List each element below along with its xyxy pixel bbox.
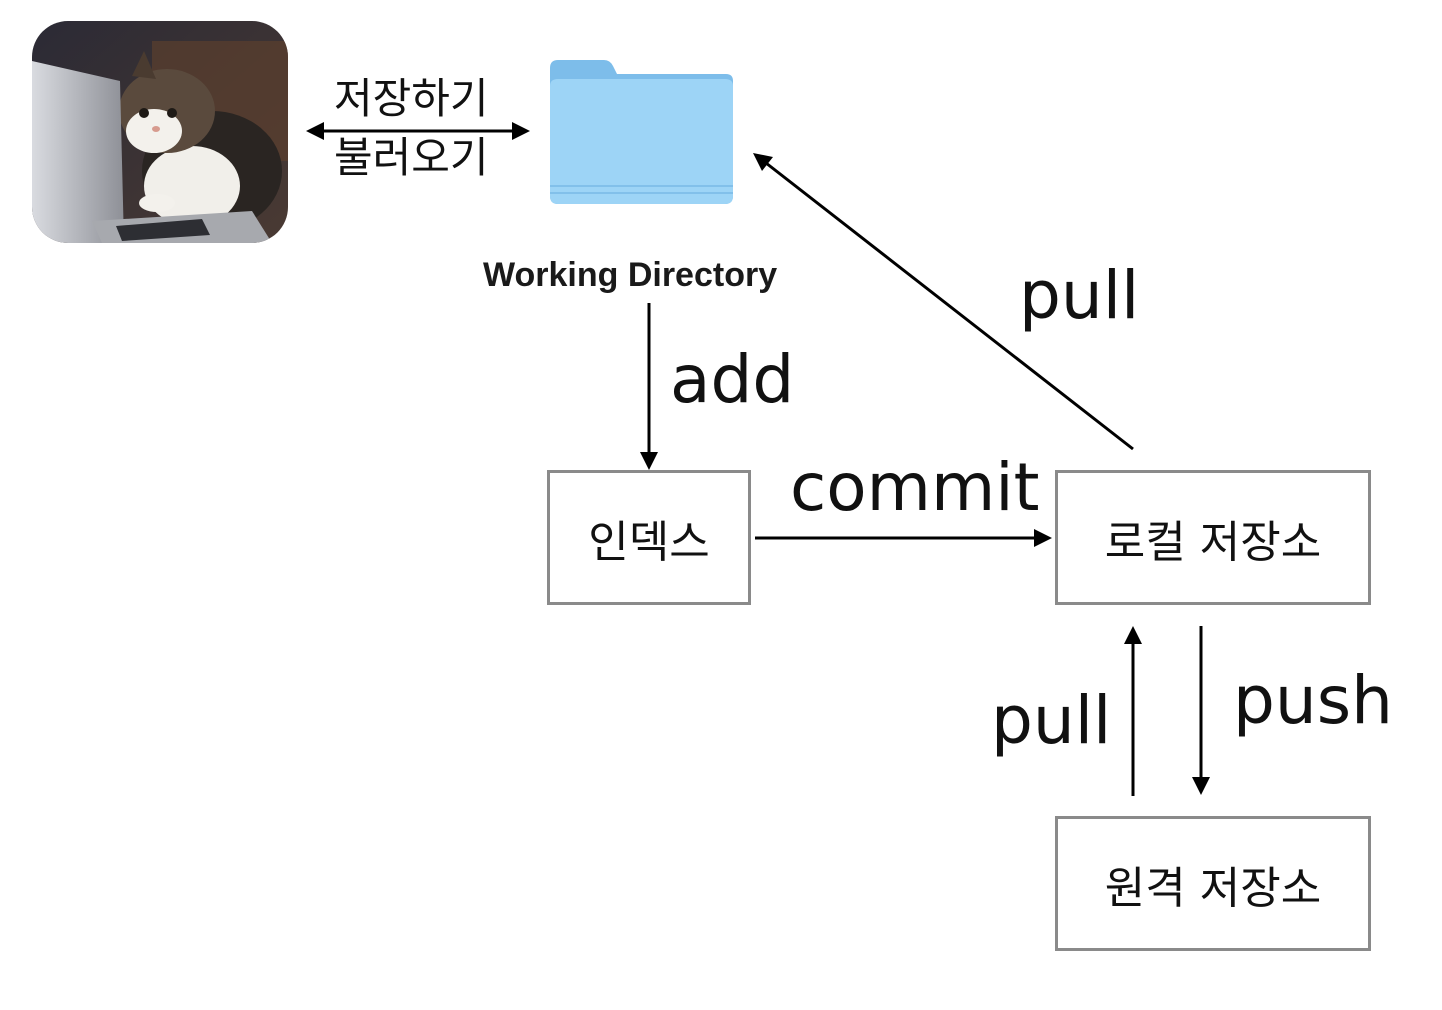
cat-laptop-image	[32, 21, 288, 243]
remote-repo-node-label: 원격 저장소	[1104, 862, 1322, 914]
push-label: push	[1233, 662, 1393, 739]
add-label: add	[670, 341, 795, 418]
local-repo-node-label: 로컬 저장소	[1104, 516, 1322, 568]
load-label: 불러오기	[334, 133, 489, 182]
working-directory-label: Working Directory	[483, 256, 778, 294]
push-to-remote-arrow	[1192, 626, 1210, 795]
commit-label: commit	[790, 449, 1040, 526]
pull-to-working-label: pull	[1019, 257, 1140, 334]
commit-arrow	[755, 529, 1052, 547]
save-label: 저장하기	[334, 74, 489, 123]
pull-to-working-arrow	[753, 153, 1134, 451]
pull-from-remote-arrow	[1124, 626, 1142, 796]
index-node: 인덱스	[547, 470, 751, 605]
pull-from-remote-label: pull	[991, 682, 1112, 759]
index-node-label: 인덱스	[588, 516, 710, 568]
remote-repo-node: 원격 저장소	[1055, 816, 1371, 951]
cat-laptop-illustration	[32, 21, 288, 243]
add-arrow	[640, 303, 658, 470]
folder-icon	[550, 60, 733, 204]
save-load-arrow	[306, 122, 530, 140]
local-repo-node: 로컬 저장소	[1055, 470, 1371, 605]
